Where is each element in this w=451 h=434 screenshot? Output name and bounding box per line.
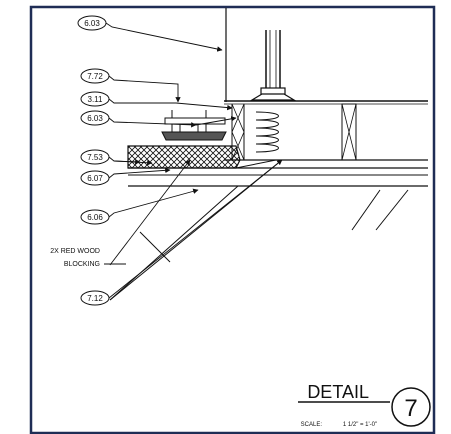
batt-insulation — [255, 111, 279, 153]
callout-6-06[interactable]: 6.06 — [80, 209, 110, 225]
svg-text:6.03: 6.03 — [84, 19, 100, 28]
svg-text:6.03: 6.03 — [87, 114, 103, 123]
svg-text:6.07: 6.07 — [87, 174, 103, 183]
wall-studs — [225, 8, 281, 102]
floor-framing — [224, 100, 428, 161]
leader-lines-extra — [113, 116, 237, 165]
deck-pavers — [161, 110, 227, 141]
svg-text:7.72: 7.72 — [87, 72, 103, 81]
callout-7-53[interactable]: 7.53 — [80, 149, 110, 165]
scale-label: SCALE: — [301, 422, 323, 428]
leader-lines — [105, 22, 283, 299]
sheet-border — [29, 5, 436, 434]
detail-number: 7 — [404, 395, 417, 422]
callout-3-11[interactable]: 3.11 — [80, 91, 110, 107]
callout-6-07[interactable]: 6.07 — [80, 170, 110, 186]
callout-7-12[interactable]: 7.12 — [80, 290, 110, 306]
sheathing-lines — [128, 159, 428, 187]
callout-7-72[interactable]: 7.72 — [80, 68, 110, 84]
soffit-lines — [109, 159, 409, 301]
blocking-note: 2X RED WOOD BLOCKING — [50, 248, 126, 268]
post-base-hardware — [249, 87, 297, 101]
detail-number-circle — [391, 387, 431, 427]
svg-text:2X RED WOOD: 2X RED WOOD — [50, 248, 100, 255]
callout-6-03-top[interactable]: 6.03 — [77, 15, 107, 31]
detail-title: DETAIL — [307, 382, 369, 402]
svg-text:3.11: 3.11 — [88, 95, 104, 104]
hatched-topping — [127, 145, 241, 169]
svg-text:6.06: 6.06 — [87, 213, 103, 222]
callout-6-03-mid[interactable]: 6.03 — [80, 110, 110, 126]
svg-text:7.12: 7.12 — [87, 294, 103, 303]
scale-value: 1 1/2" = 1'-0" — [343, 422, 377, 428]
svg-text:BLOCKING: BLOCKING — [64, 261, 100, 268]
detail-title-block: DETAIL 7 SCALE: 1 1/2" = 1'-0" — [298, 382, 431, 428]
svg-text:7.53: 7.53 — [87, 153, 103, 162]
